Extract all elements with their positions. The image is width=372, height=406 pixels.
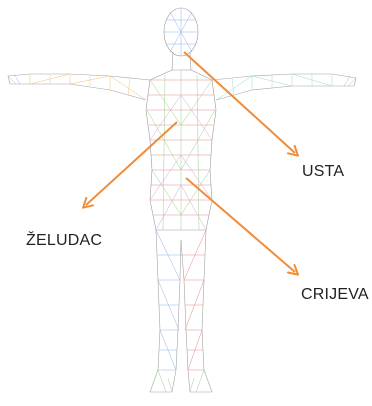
arrows xyxy=(86,52,295,272)
mesh-lines xyxy=(8,8,356,392)
arrow-crijeva xyxy=(186,178,295,272)
left-leg-outline xyxy=(150,230,181,392)
label-zeludac: ŽELUDAC xyxy=(26,232,102,250)
wireframe-figure xyxy=(8,8,356,392)
label-usta: USTA xyxy=(302,163,344,181)
label-crijeva: CRIJEVA xyxy=(301,286,369,304)
arrow-usta xyxy=(184,52,295,153)
right-leg-outline xyxy=(181,230,212,392)
